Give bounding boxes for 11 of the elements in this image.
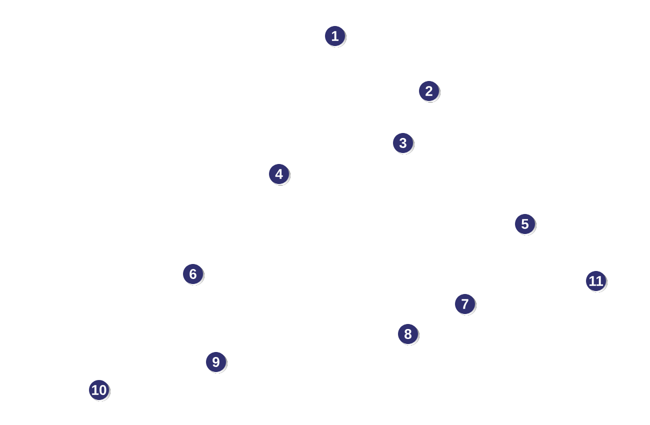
callout-number: 2 [419,81,440,102]
callout-number: 6 [183,264,204,286]
callout-number: 10 [89,380,110,402]
callout-number: 7 [455,294,476,316]
callout-number: 3 [393,133,414,154]
callout-number: 5 [515,214,536,236]
callout-number: 1 [325,26,346,48]
callout-number: 11 [586,270,608,292]
callout-number: 4 [269,164,290,186]
callout-number: 8 [398,324,420,346]
callout-number: 9 [206,352,228,374]
